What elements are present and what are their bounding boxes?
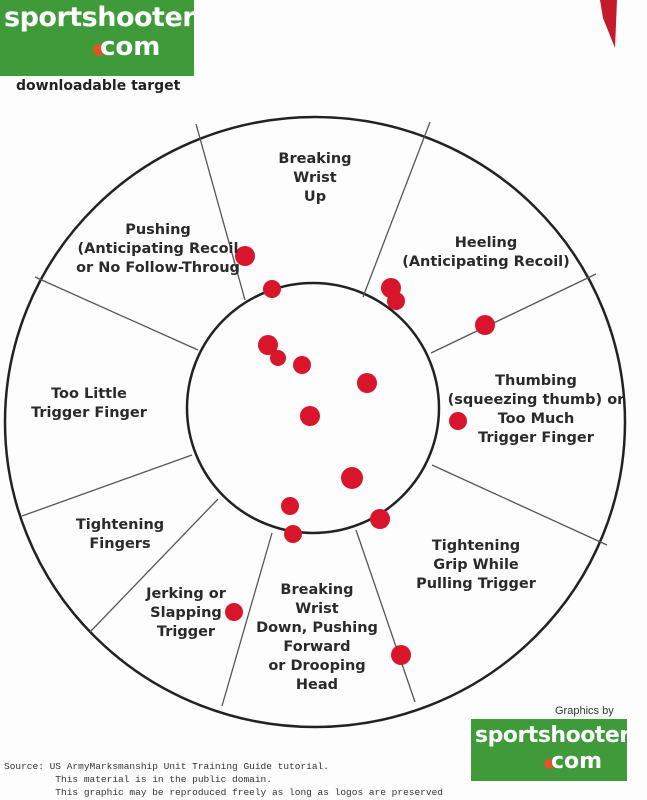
zone-label-line: Slapping	[150, 605, 222, 621]
bullet-hole-icon	[341, 467, 363, 489]
bullet-hole-icon	[225, 603, 243, 621]
zone-label-line: Too Little	[51, 386, 127, 402]
bullet-hole-icon	[293, 356, 311, 374]
zone-label-line: Forward	[283, 639, 351, 655]
zone-label-line: (Anticipating Recoil	[77, 241, 239, 257]
source-line: This graphic may be reproduced freely as…	[4, 787, 443, 798]
zone-label-line: or No Follow-Throug	[76, 260, 240, 276]
divider-line	[89, 498, 219, 633]
zone-label-line: Too Much	[497, 411, 575, 427]
bullet-hole-icon	[263, 280, 281, 298]
zone-label-line: Grip While	[433, 557, 519, 573]
bullet-hole-icon	[270, 350, 286, 366]
divider-line	[362, 121, 431, 298]
graphics-credit: Graphics by	[555, 705, 614, 717]
zone-breaking-wrist-up: Breaking Wrist Up	[262, 150, 368, 207]
bullet-hole-icon	[284, 525, 302, 543]
source-line: This material is in the public domain.	[4, 774, 272, 785]
zone-tightening-grip: Tightening Grip While Pulling Trigger	[406, 537, 546, 594]
logo-dot-icon	[93, 44, 105, 56]
zone-label-line: Breaking	[280, 582, 354, 598]
divider-line	[431, 464, 608, 546]
logo-text-com: com	[100, 32, 161, 62]
bullet-hole-icon	[449, 412, 467, 430]
zone-jerking-or-slapping-trigger: Jerking or Slapping Trigger	[136, 585, 236, 642]
outer-ring	[3, 115, 627, 729]
zone-label-line: Trigger Finger	[31, 405, 147, 421]
bullet-holes	[225, 246, 495, 665]
zone-label-line: Wrist	[295, 601, 339, 617]
zone-label-line: or Drooping	[268, 658, 366, 674]
zone-label-line: Pulling Trigger	[416, 576, 536, 592]
bullet-hole-icon	[235, 246, 255, 266]
zone-label-line: (squeezing thumb) or	[447, 392, 625, 408]
divider-line	[34, 276, 199, 351]
zone-heeling: Heeling (Anticipating Recoil)	[398, 234, 574, 272]
zone-label-line: Breaking	[278, 151, 352, 167]
sector-dividers	[21, 121, 608, 707]
logo-text: sportshooter	[4, 2, 196, 33]
zone-label-line: Pushing	[125, 222, 191, 238]
zone-pushing: Pushing (Anticipating Recoil or No Follo…	[68, 221, 248, 278]
zone-label-line: Wrist	[293, 170, 337, 186]
zone-label-line: Tightening	[75, 517, 165, 533]
sportshooter-logo-bottom: sportshooter com	[471, 719, 630, 781]
zone-label-line: Down, Pushing	[256, 620, 378, 636]
zone-label-line: Up	[303, 189, 327, 205]
divider-line	[355, 529, 416, 703]
source-note: Source: US ArmyMarksmanship Unit Trainin…	[4, 760, 443, 799]
bullet-hole-icon	[300, 406, 320, 426]
zone-label-line: Fingers	[89, 536, 151, 552]
divider-line	[195, 123, 246, 301]
zone-label-line: Head	[295, 677, 339, 693]
bullet-hole-icon	[258, 335, 278, 355]
page-caption: downloadable target	[16, 78, 181, 94]
zone-too-little-trigger-finger: Too Little Trigger Finger	[14, 385, 164, 423]
zone-label-line: Jerking or	[146, 586, 226, 602]
zone-label-line: Heeling	[454, 235, 518, 251]
bullet-hole-icon	[281, 497, 299, 515]
bullet-hole-icon	[391, 645, 411, 665]
divider-line	[21, 454, 193, 517]
zone-thumbing: Thumbing (squeezing thumb) or Too Much T…	[444, 372, 628, 448]
logo-text-com: com	[551, 749, 603, 774]
divider-line	[221, 532, 273, 707]
torn-edge-mark	[600, 0, 617, 48]
zone-label-line: Trigger Finger	[478, 430, 594, 446]
logo-dot-icon	[544, 759, 554, 769]
bullet-hole-icon	[357, 373, 377, 393]
bullet-hole-icon	[475, 315, 495, 335]
zone-label-line: Tightening	[431, 538, 521, 554]
bullet-hole-icon	[370, 509, 390, 529]
zone-breaking-wrist-down: Breaking Wrist Down, Pushing Forward or …	[250, 581, 384, 695]
logo-text: sportshooter	[475, 723, 630, 748]
zone-tightening-fingers: Tightening Fingers	[60, 516, 180, 554]
zone-label-line: (Anticipating Recoil)	[402, 254, 570, 270]
inner-ring	[185, 281, 441, 535]
zone-label-line: Thumbing	[495, 373, 577, 389]
divider-line	[430, 273, 597, 354]
source-line: Source: US ArmyMarksmanship Unit Trainin…	[4, 761, 329, 772]
sportshooter-logo: sportshooter com	[0, 0, 196, 76]
bullet-hole-icon	[387, 292, 405, 310]
zone-label-line: Trigger	[156, 624, 216, 640]
